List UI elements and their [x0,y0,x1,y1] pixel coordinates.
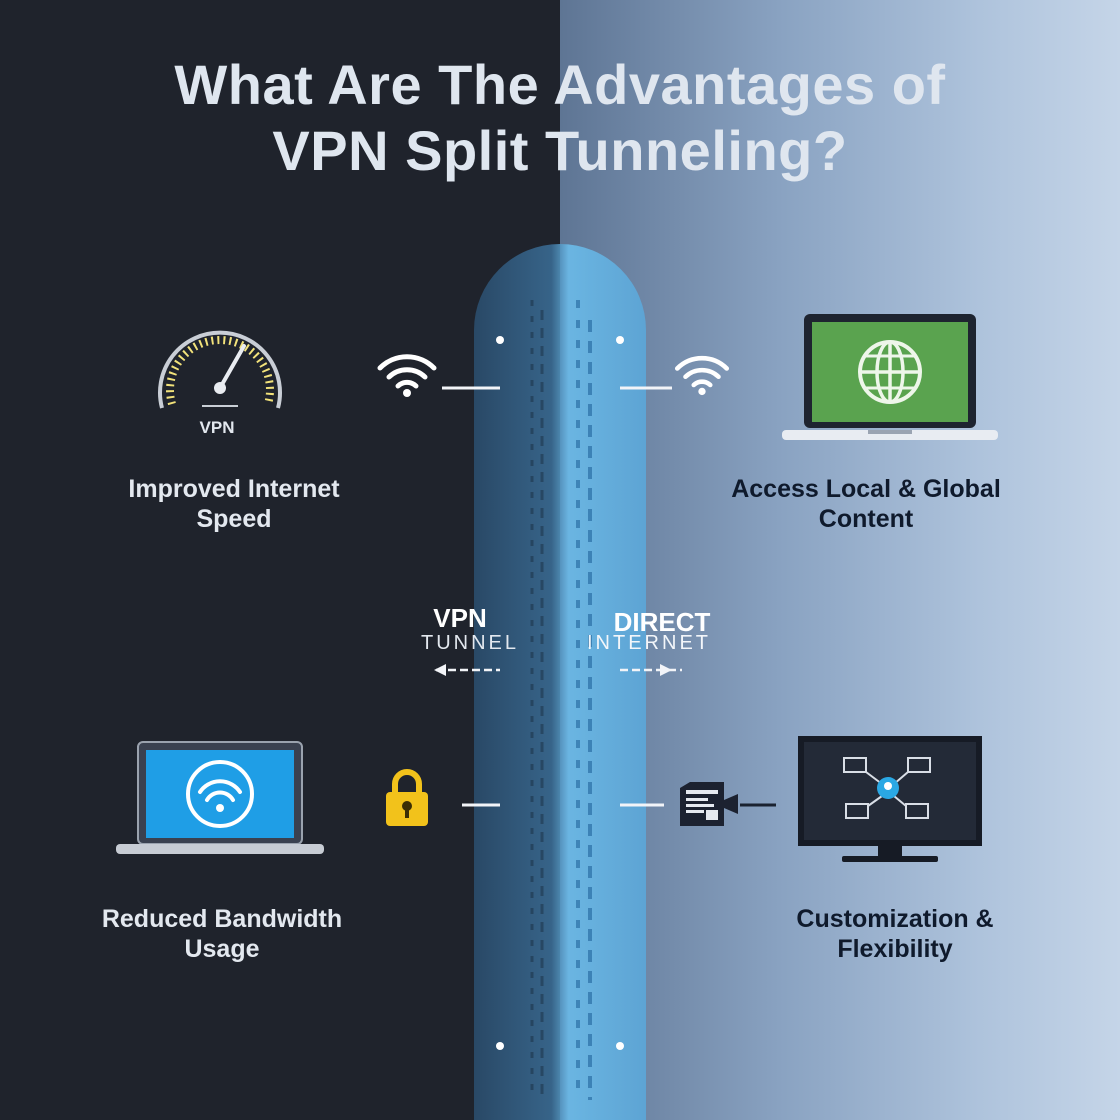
vpn-rail-top-node [496,336,504,344]
direct-rail-top-node [616,336,624,344]
vpn-rail-bottom-node [496,1042,504,1050]
laptop-globe-icon [782,314,998,440]
custom-label-line-2: Flexibility [837,935,953,963]
background-right-light [560,0,1120,1120]
gauge-vpn-label: VPN [199,418,235,437]
speed-label: Improved Internet Speed [84,474,384,534]
direct-tag-title: DIRECT [613,607,711,637]
background-left-dark [0,0,560,1120]
vpn-tag-title: VPN [433,603,487,633]
bandwidth-label-line-2: Usage [184,935,260,963]
title-line-1: What Are The Advantages of [174,53,946,116]
lock-icon [386,769,428,826]
monitor-network-icon [798,736,982,862]
wifi-icon-left [377,354,437,397]
page-title: What Are The Advantages of VPN Split Tun… [0,52,1120,184]
vpn-tag-subtitle: TUNNEL [420,632,519,654]
custom-label: Customization & Flexibility [750,904,1040,964]
router-document-icon [680,782,738,826]
title-line-2: VPN Split Tunneling? [272,119,848,182]
direct-rail-bottom-node [616,1042,624,1050]
speedometer-icon [158,330,282,409]
speed-label-line-2: Speed [196,505,272,533]
content-label: Access Local & Global Content [696,474,1036,534]
tunnel-pattern-right [576,300,592,1100]
content-label-line-2: Content [818,505,914,533]
speed-label-line-1: Improved Internet [128,475,340,503]
bandwidth-label: Reduced Bandwidth Usage [62,904,382,964]
bandwidth-label-line-1: Reduced Bandwidth [101,905,343,933]
custom-label-line-1: Customization & [796,905,994,933]
laptop-wifi-icon [116,741,324,854]
content-label-line-1: Access Local & Global [731,475,1001,503]
vpn-arrow-head [434,664,446,676]
direct-tag-subtitle: INTERNET [587,632,711,654]
wifi-icon-right [674,355,730,396]
tunnel-pattern-left [530,300,544,1100]
direct-arrow-head [660,664,672,676]
